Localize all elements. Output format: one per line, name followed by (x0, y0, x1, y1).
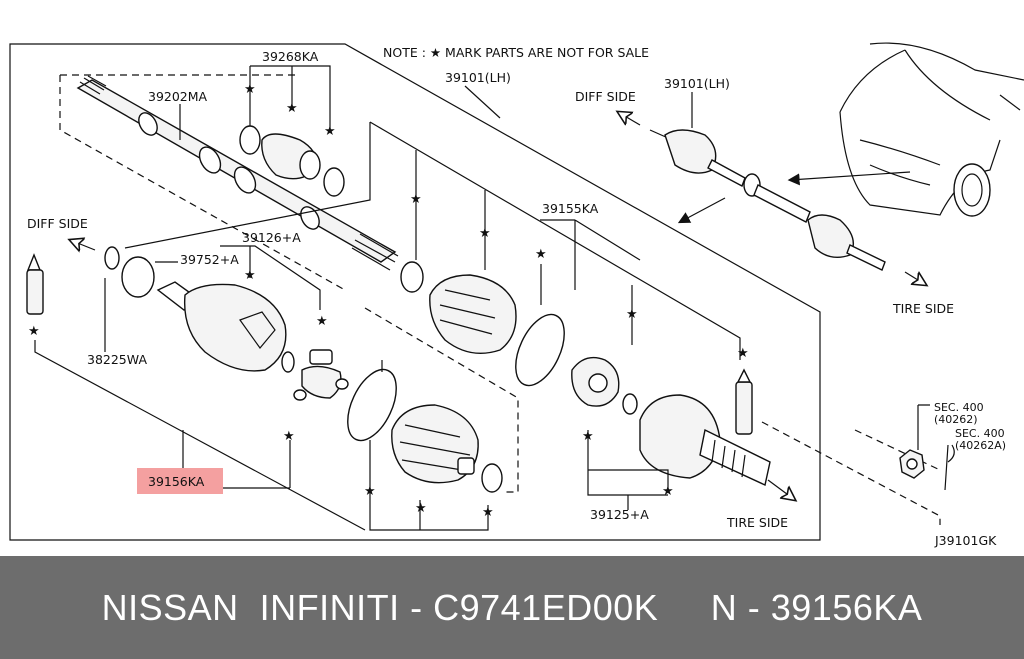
star-mark: ★ (324, 124, 336, 139)
exploded-parts-diagram: NOTE : ★ MARK PARTS ARE NOT FOR SALE 392… (9, 42, 1024, 548)
highlight-39156ka (137, 468, 223, 494)
label-39126a: 39126+A (242, 230, 301, 245)
star-mark: ★ (283, 429, 295, 444)
label-39101lh-a: 39101(LH) (445, 70, 511, 85)
boot-band-lower-small (481, 463, 503, 493)
star-mark: ★ (415, 501, 427, 516)
label-39125a: 39125+A (590, 507, 649, 522)
star-mark: ★ (482, 505, 494, 520)
oring-39752 (121, 256, 155, 298)
car-front-illustration (839, 42, 1024, 217)
driveshaft-overview (649, 129, 886, 271)
label-sec400-b: SEC. 400 (955, 427, 1005, 440)
boot-lower (391, 404, 479, 484)
boot-upper (429, 274, 517, 354)
label-sec400-a-code: (40262) (934, 413, 978, 426)
inner-joint-housing (156, 281, 287, 372)
label-sec400-a: SEC. 400 (934, 401, 984, 414)
spider-assembly (293, 349, 349, 401)
boot-band-lower-large (347, 368, 397, 442)
outer-joint (639, 394, 771, 487)
main-panel-outline (9, 43, 821, 541)
snap-ring-right (622, 393, 638, 415)
label-diff-side-left: DIFF SIDE (27, 216, 88, 231)
diff-side-arrow-left (70, 240, 96, 250)
shaft-39202ma (76, 75, 399, 271)
note-text: NOTE : ★ MARK PARTS ARE NOT FOR SALE (383, 45, 649, 60)
star-mark: ★ (737, 346, 749, 361)
center-bracket (124, 121, 741, 360)
star-mark: ★ (364, 484, 376, 499)
figure-code: J39101GK (934, 533, 997, 548)
label-38225wa: 38225WA (87, 352, 147, 367)
label-sec400-b-code: (40262A) (955, 439, 1006, 452)
label-39155ka: 39155KA (542, 201, 599, 216)
star-mark: ★ (662, 484, 674, 499)
label-39156ka: 39156KA (148, 474, 205, 489)
star-mark: ★ (286, 101, 298, 116)
cotter-pin (944, 444, 955, 491)
label-39752a: 39752+A (180, 252, 239, 267)
part-number-footer: NISSAN INFINITI - C9741ED00K N - 39156KA (0, 556, 1024, 659)
star-mark: ★ (316, 314, 328, 329)
label-39101lh-b: 39101(LH) (664, 76, 730, 91)
tire-side-arrow-right (904, 272, 926, 285)
tire-side-arrow-bottom (767, 479, 795, 500)
upper-dashed-guide (59, 75, 346, 291)
star-mark: ★ (535, 247, 547, 262)
label-39268ka: 39268KA (262, 49, 319, 64)
star-mark: ★ (244, 82, 256, 97)
star-mark: ★ (28, 324, 40, 339)
label-tire-side-bottom: TIRE SIDE (726, 515, 788, 530)
boot-band-large (515, 313, 565, 387)
grease-tube-left (26, 253, 44, 315)
pointer-arrow-shaft (677, 197, 726, 224)
label-tire-side-right: TIRE SIDE (892, 301, 954, 316)
snap-ring-inner (281, 351, 295, 373)
label-diff-side-right: DIFF SIDE (575, 89, 636, 104)
diff-side-arrow-right (618, 112, 641, 125)
grease-tube-right (735, 368, 753, 435)
axle-nut (899, 449, 925, 479)
tripod-joint (571, 356, 620, 407)
damper-39268ka (239, 125, 345, 197)
boot-band-upper (400, 261, 424, 293)
label-39202ma: 39202MA (148, 89, 208, 104)
star-mark: ★ (582, 429, 594, 444)
snap-ring-left (104, 246, 120, 270)
star-mark: ★ (244, 268, 256, 283)
pointer-arrow-car (787, 171, 911, 186)
